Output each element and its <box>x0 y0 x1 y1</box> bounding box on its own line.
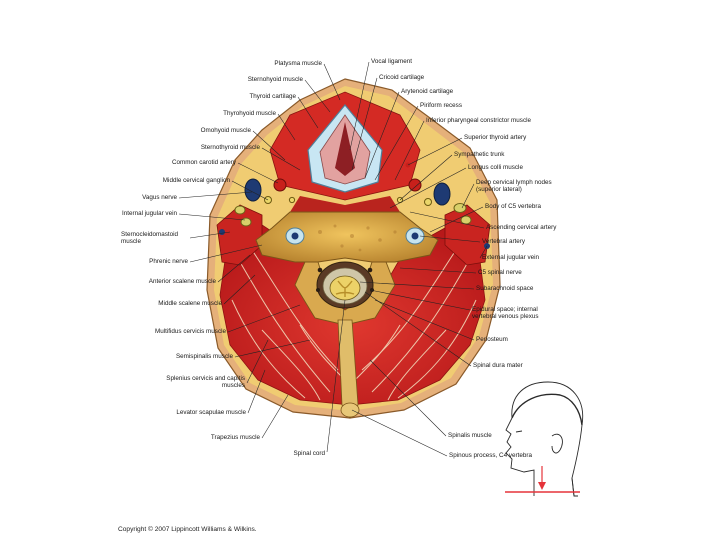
label-omohyoid-muscle: Omohyoid muscle <box>200 127 251 134</box>
label-vocal-ligament: Vocal ligament <box>371 58 412 65</box>
common-carotid-artery-left <box>273 178 287 192</box>
label-subarachnoid-space: Subarachnoid space <box>476 285 534 292</box>
label-superior-thyroid-artery: Superior thyroid artery <box>464 134 527 141</box>
label-levator-scapulae-muscle: Levator scapulae muscle <box>176 409 246 416</box>
label-sternohyoid-muscle: Sternohyoid muscle <box>247 76 303 83</box>
label-multifidus-cervicis-muscle: Multifidus cervicis muscle <box>154 328 226 335</box>
lymph-node-right-1 <box>453 203 467 213</box>
label-internal-jugular-vein: Internal jugular vein <box>122 210 177 217</box>
label-deep-cervical-lymph-nodes: Deep cervical lymph nodes (superior late… <box>476 179 552 194</box>
label-piriform-recess: Piriform recess <box>420 102 462 109</box>
label-middle-scalene-muscle: Middle scalene muscle <box>158 300 222 307</box>
internal-jugular-vein-left <box>244 178 262 202</box>
head-outline <box>511 381 584 497</box>
label-spinal-dura-mater: Spinal dura mater <box>473 362 523 369</box>
label-body-of-c5-vertebra: Body of C5 vertebra <box>485 203 542 210</box>
label-external-jugular-vein: External jugular vein <box>482 254 540 261</box>
common-carotid-artery-right <box>408 178 422 192</box>
label-middle-cervical-ganglion: Middle cervical ganglion <box>162 177 230 184</box>
hair <box>511 393 583 426</box>
label-vagus-nerve: Vagus nerve <box>142 194 177 201</box>
label-platysma-muscle: Platysma muscle <box>274 60 322 67</box>
vertebral-artery-right-lumen <box>411 232 419 240</box>
label-longus-colli-muscle: Longus colli muscle <box>468 164 523 171</box>
vagus-nerve-right <box>424 198 432 206</box>
label-epidural-space: Epidural space; internal vertebral venou… <box>472 306 539 321</box>
external-jugular-vein-left <box>219 229 225 235</box>
label-c5-spinal-nerve: C5 spinal nerve <box>478 269 522 276</box>
label-thyrohyoid-muscle: Thyrohyoid muscle <box>223 110 276 117</box>
c5-vertebral-body <box>255 211 439 263</box>
copyright-notice: Copyright © 2007 Lippincott Williams & W… <box>118 526 257 533</box>
neck <box>533 477 575 497</box>
label-periosteum: Periosteum <box>476 336 508 343</box>
leader-lines <box>178 61 488 457</box>
internal-jugular-vein-right <box>433 182 451 206</box>
eye <box>515 430 523 433</box>
lymph-node-left-2 <box>240 217 252 227</box>
label-spinous-process-c4: Spinous process, C4 vertebra <box>449 452 532 459</box>
label-arytenoid-cartilage: Arytenoid cartilage <box>401 88 454 95</box>
label-anterior-scalene-muscle: Anterior scalene muscle <box>148 278 216 285</box>
spinous-process-tip <box>340 402 360 418</box>
lymph-node-right-2 <box>460 215 472 225</box>
label-thyroid-cartilage: Thyroid cartilage <box>249 93 296 100</box>
sympathetic-trunk-left <box>288 196 296 204</box>
label-sympathetic-trunk: Sympathetic trunk <box>454 151 505 158</box>
label-sternothyroid-muscle: Sternothyroid muscle <box>200 144 260 151</box>
label-spinal-cord: Spinal cord <box>293 450 325 457</box>
label-trapezius-muscle: Trapezius muscle <box>210 434 260 441</box>
label-phrenic-nerve: Phrenic nerve <box>149 258 188 265</box>
label-inferior-pharyngeal-constrictor: Inferior pharyngeal constrictor muscle <box>426 117 531 124</box>
head-orientation-inset <box>505 381 584 497</box>
label-semispinalis-muscle: Semispinalis muscle <box>175 353 233 360</box>
neurovascular-structures <box>219 162 490 249</box>
label-vertebral-artery: Vertebral artery <box>482 238 526 245</box>
ear <box>551 433 563 454</box>
label-spinalis-muscle: Spinalis muscle <box>448 432 492 439</box>
label-splenius-muscles: Splenius cervicis and capitis muscles <box>166 375 245 390</box>
label-sternocleidomastoid-muscle: Sternocleidomastoid muscle <box>121 231 179 246</box>
lymph-node-left-1 <box>234 205 246 215</box>
section-plane-arrowhead <box>538 482 546 490</box>
vocal-folds <box>335 122 355 176</box>
spinal-nerve-roots <box>316 267 374 292</box>
sternocleidomastoid-right <box>444 204 491 266</box>
label-common-carotid-artery: Common carotid artery <box>171 159 236 166</box>
label-ascending-cervical-artery: Ascending cervical artery <box>486 224 557 231</box>
label-cricoid-cartilage: Cricoid cartilage <box>379 74 425 81</box>
vertebral-artery-left-lumen <box>291 232 299 240</box>
spinal-cord-grey-matter <box>335 280 355 297</box>
face-profile <box>505 417 535 490</box>
